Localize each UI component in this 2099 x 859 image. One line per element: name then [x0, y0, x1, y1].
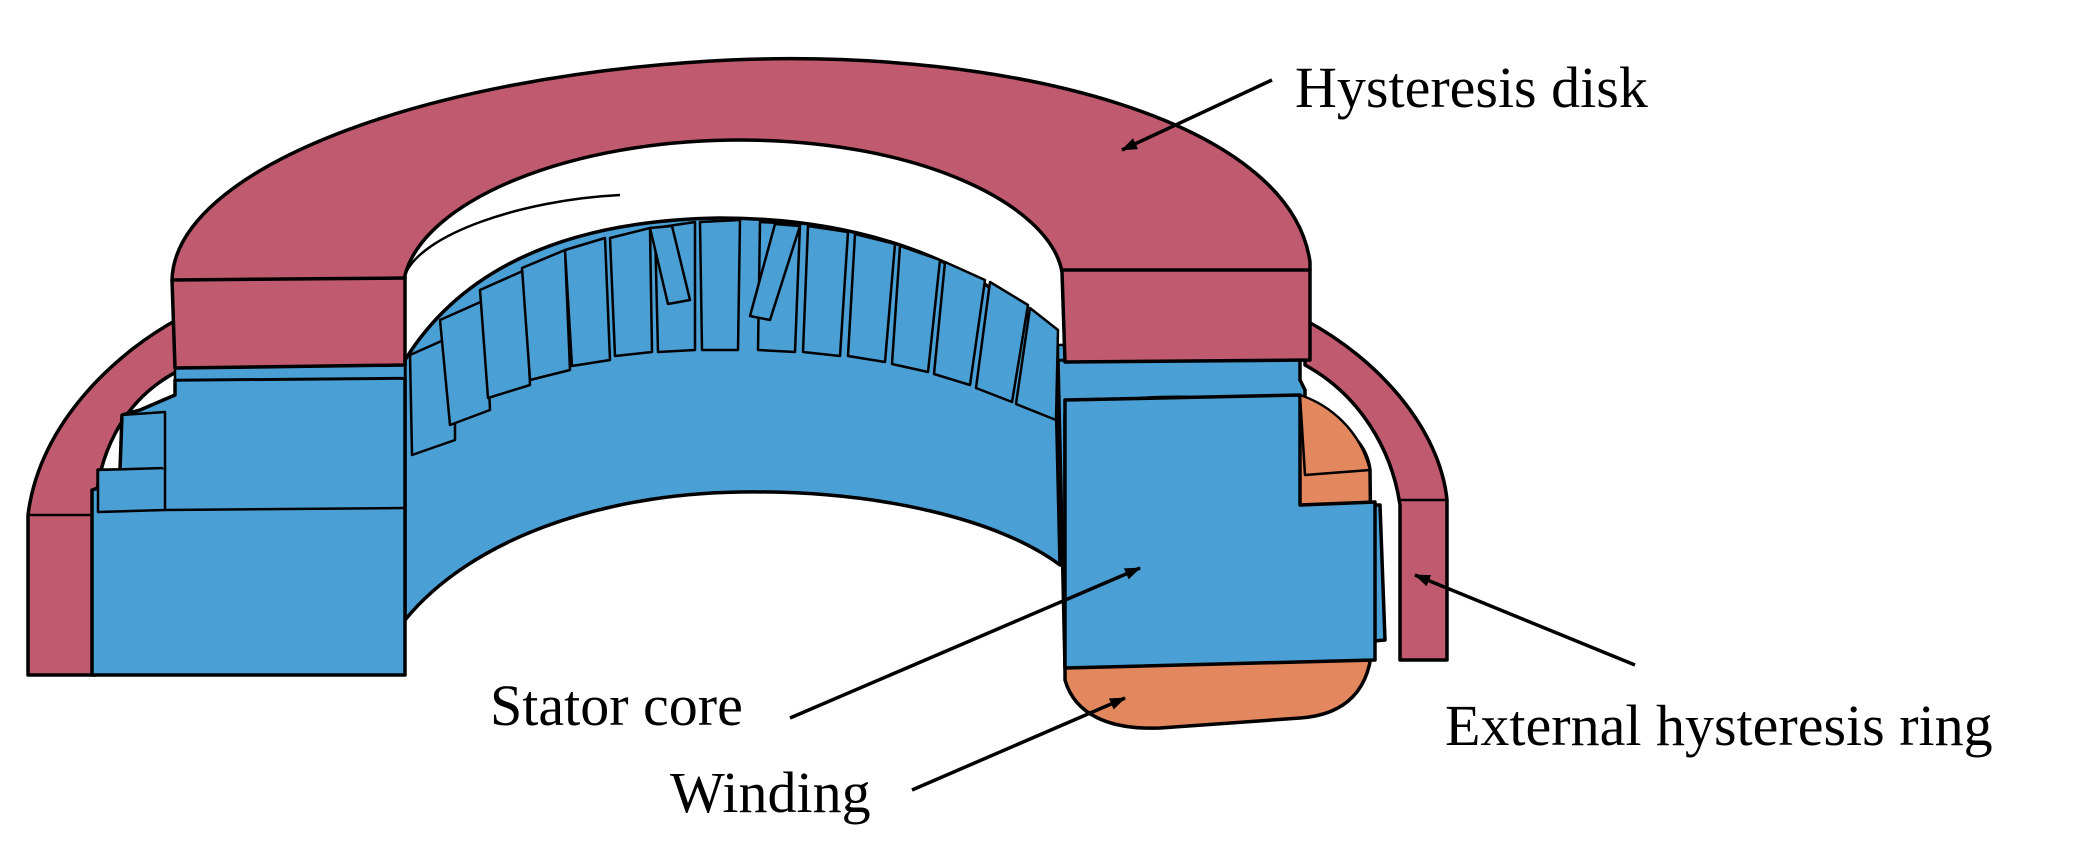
winding [1063, 393, 1377, 730]
hysteresis-disk [170, 56, 1312, 370]
arrow-hysteresis-disk [1121, 78, 1273, 152]
arrow-winding [911, 696, 1126, 792]
label-stator-core: Stator core [490, 673, 743, 738]
label-external-hysteresis-ring: External hysteresis ring [1445, 693, 1993, 758]
arrow-stator-core [789, 566, 1141, 720]
arrow-external-ring [1414, 573, 1636, 667]
label-winding: Winding [670, 760, 871, 825]
stator-teeth [408, 218, 1060, 457]
label-hysteresis-disk: Hysteresis disk [1295, 55, 1648, 120]
annotation-arrows [789, 78, 1636, 792]
